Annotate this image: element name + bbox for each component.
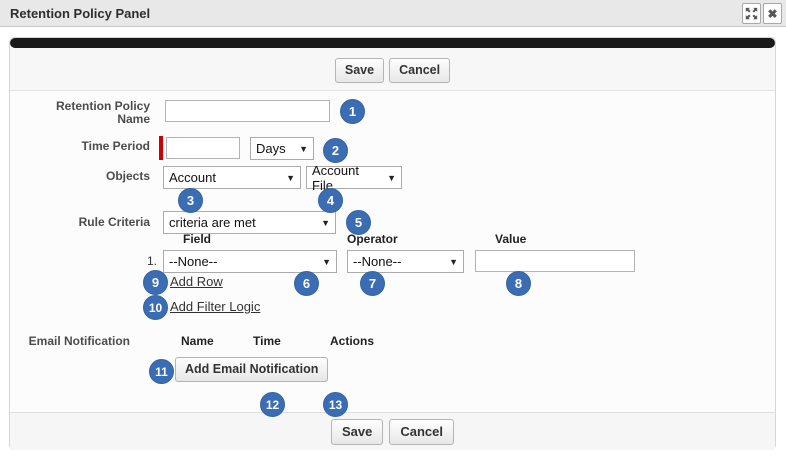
field-select-value: --None-- [169,254,218,269]
operator-select[interactable]: --None-- ▼ [347,250,464,273]
operator-select-value: --None-- [353,254,402,269]
annotation-badge-1: 1 [340,99,365,124]
add-email-notification-button[interactable]: Add Email Notification [175,357,329,382]
objects-select-value: Account [169,170,216,185]
objects-select[interactable]: Account ▼ [163,166,301,189]
cancel-button-top[interactable]: Cancel [389,58,451,83]
object-file-select[interactable]: Account File ▼ [306,163,402,193]
top-action-bar: Save Cancel [10,48,775,91]
chevron-down-icon: ▼ [449,256,458,267]
expand-icon [745,7,758,20]
annotation-badge-7: 7 [360,271,385,296]
field-select[interactable]: --None-- ▼ [163,250,337,273]
chevron-down-icon: ▼ [299,143,308,154]
title-bar: Retention Policy Panel ✖ [0,0,786,27]
save-button-top[interactable]: Save [334,58,385,83]
retention-policy-name-label: Retention Policy Name [55,99,150,126]
close-icon: ✖ [767,6,778,21]
annotation-badge-4: 4 [318,188,343,213]
column-header-value: Value [495,232,527,246]
time-period-input[interactable] [166,137,240,159]
annotation-badge-11: 11 [149,359,174,384]
annotation-badge-10: 10 [143,295,168,320]
rule-criteria-select[interactable]: criteria are met ▼ [163,211,336,234]
chevron-down-icon: ▼ [321,217,330,228]
add-filter-logic-link[interactable]: Add Filter Logic [170,299,261,314]
retention-policy-panel: Save Cancel Retention Policy Name Time P… [9,37,776,450]
objects-label: Objects [105,169,150,183]
email-notification-label: Email Notification [28,334,130,348]
rule-criteria-label: Rule Criteria [78,215,150,229]
rule-criteria-select-value: criteria are met [169,215,256,230]
annotation-badge-9: 9 [143,270,168,295]
column-header-operator: Operator [347,232,398,246]
time-period-unit-select[interactable]: Days ▼ [250,137,314,160]
criteria-row-index: 1. [147,254,158,268]
expand-button[interactable] [742,3,761,24]
add-row-link[interactable]: Add Row [170,274,223,289]
retention-policy-name-input[interactable] [165,100,330,122]
column-header-field: Field [183,232,212,246]
annotation-badge-13: 13 [323,392,348,417]
object-file-select-value: Account File [312,162,359,193]
chevron-down-icon: ▼ [387,172,396,183]
chevron-down-icon: ▼ [322,256,331,267]
save-button-bottom[interactable]: Save [330,419,384,445]
cancel-button-bottom[interactable]: Cancel [389,419,454,445]
chevron-down-icon: ▼ [286,172,295,183]
page-title: Retention Policy Panel [10,6,151,21]
criteria-value-input[interactable] [475,250,635,272]
column-header-name: Name [181,334,214,348]
close-button[interactable]: ✖ [763,3,782,24]
time-period-unit-value: Days [256,141,286,156]
annotation-badge-12: 12 [260,392,285,417]
required-field-bar [159,136,163,160]
annotation-badge-5: 5 [346,210,371,235]
column-header-time: Time [253,334,281,348]
annotation-badge-6: 6 [294,271,319,296]
footer-action-bar: Save Cancel [10,412,775,450]
time-period-label: Time Period [81,139,150,153]
column-header-actions: Actions [330,334,375,348]
annotation-badge-3: 3 [178,188,203,213]
section-header-bar [10,38,775,48]
annotation-badge-2: 2 [323,138,348,163]
annotation-badge-8: 8 [506,271,531,296]
